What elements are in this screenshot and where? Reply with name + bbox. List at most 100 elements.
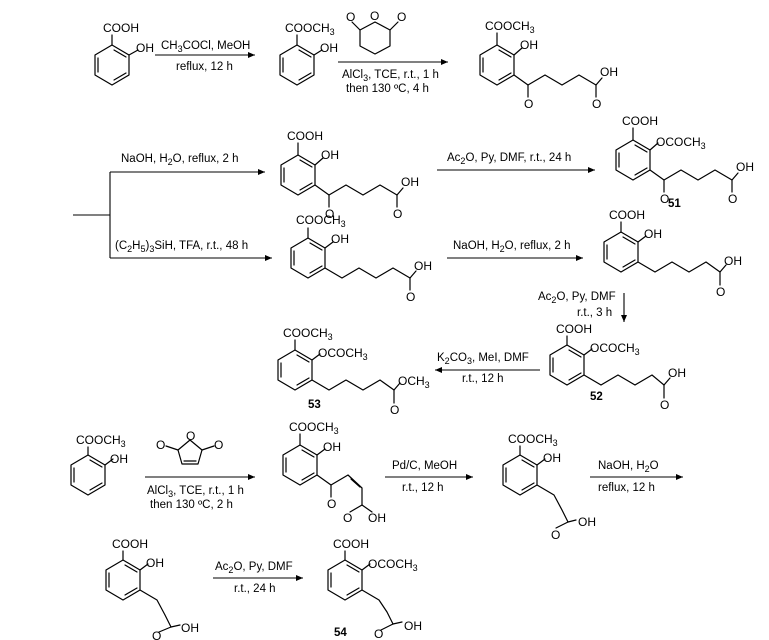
oxygen-label: O [327, 497, 336, 511]
oxygen-label: O [214, 438, 223, 452]
oh-label: OH [736, 160, 754, 174]
oxygen-label: O [390, 403, 399, 417]
compound-number: 54 [334, 627, 347, 639]
oh-label: OH [414, 259, 432, 273]
oh-label: OH [331, 232, 349, 246]
oxygen-label: O [716, 285, 725, 299]
oh-label: OH [644, 227, 662, 241]
och3-label: OCH3 [398, 374, 430, 390]
methyl-salicylate: COOCH3 OH [70, 433, 128, 496]
oxygen-label: O [343, 511, 352, 525]
coome-label: COOCH3 [283, 326, 333, 342]
reduced-ester: COOCH3 OH O OH [290, 213, 432, 304]
oh-label: OH [404, 619, 422, 633]
condition-text: Ac2O, Py, DMF [538, 291, 616, 305]
oxygen-label: O [152, 629, 161, 640]
condition-text: then 130 ºC, 2 h [150, 499, 233, 511]
keto-enoic-ester: COOCH3 OH O O OH [282, 420, 386, 525]
condition-text: r.t., 12 h [402, 482, 444, 494]
cooh-label: COOH [333, 537, 369, 551]
oxygen-label: O [551, 528, 560, 542]
oxygen-label: O [660, 192, 669, 206]
oh-label: OH [323, 440, 341, 454]
oh-label: OH [724, 254, 742, 268]
oh-label: OH [136, 41, 154, 55]
cooh-label: COOH [287, 129, 323, 143]
maleic-anhydride: O O O [156, 429, 223, 465]
oxygen-label: O [374, 627, 383, 640]
compound-53: COOCH3 OCOCH3 O OCH3 53 [277, 326, 430, 417]
salicylic-acid: COOH OH [94, 21, 154, 86]
cooh-label: COOH [112, 537, 148, 551]
condition-text: r.t., 24 h [234, 583, 276, 595]
oh-label: OH [321, 148, 339, 162]
oh-label: OH [146, 556, 164, 570]
condition-text: Ac2O, Py, DMF, r.t., 24 h [447, 152, 571, 166]
compound-52: COOH OCOCH3 O OH 52 [549, 322, 686, 412]
oxygen-label: O [397, 10, 406, 24]
oh-label: OH [520, 38, 538, 52]
condition-text: NaOH, H2O [598, 460, 659, 474]
glutaric-anhydride: O O O [346, 9, 406, 55]
oh-label: OH [543, 451, 561, 465]
oh-label: OH [668, 366, 686, 380]
oxygen-label: O [370, 9, 379, 23]
coome-label: COOCH3 [485, 19, 535, 35]
condition-text: Pd/C, MeOH [392, 460, 457, 472]
oxygen-label: O [346, 10, 355, 24]
oxygen-label: O [406, 290, 415, 304]
ococh3-label: OCOCH3 [656, 135, 706, 151]
compound-number: 51 [668, 198, 681, 210]
condition-text: NaOH, H2O, reflux, 2 h [453, 240, 571, 254]
cooh-label: COOH [103, 21, 139, 35]
coome-label: COOCH3 [76, 433, 126, 449]
compound-51: COOH OCOCH3 O O OH 51 [615, 114, 754, 210]
oh-label: OH [320, 41, 338, 55]
oxygen-label: O [660, 398, 669, 412]
oxygen-label: O [325, 207, 334, 221]
reduced-diacid: COOH OH O OH [603, 208, 742, 299]
cooh-label: COOH [609, 208, 645, 222]
oh-label: OH [368, 511, 386, 525]
oxygen-label: O [524, 97, 533, 111]
oh-label: OH [110, 452, 128, 466]
cooh-label: COOH [622, 114, 658, 128]
compound-number: 52 [590, 391, 603, 403]
reduced-butanoic-ester: COOCH3 OH O OH [502, 432, 596, 542]
oxygen-label: O [592, 97, 601, 111]
oh-label: OH [181, 621, 199, 635]
condition-text: (C2H5)3SiH, TFA, r.t., 48 h [115, 240, 248, 254]
oh-label: OH [401, 175, 419, 189]
condition-text: AlCl3, TCE, r.t., 1 h [342, 69, 439, 83]
condition-text: r.t., 3 h [577, 307, 612, 319]
keto-diacid: COOH OH O O OH [280, 129, 419, 221]
condition-text: r.t., 12 h [462, 373, 504, 385]
condition-text: CH3COCl, MeOH [161, 40, 250, 54]
condition-text: reflux, 12 h [598, 482, 655, 494]
coome-label: COOCH3 [508, 432, 558, 448]
coome-label: COOCH3 [289, 420, 339, 436]
compound-54: COOH OCOCH3 O OH 54 [327, 537, 422, 640]
condition-text: NaOH, H2O, reflux, 2 h [121, 153, 239, 167]
methyl-salicylate: COOCH3 OH [279, 21, 338, 86]
ococh3-label: OCOCH3 [318, 346, 368, 362]
ococh3-label: OCOCH3 [368, 557, 418, 573]
keto-acid-ester: COOCH3 OH O O OH [479, 19, 618, 111]
oxygen-label: O [156, 438, 165, 452]
oxygen-label: O [186, 429, 195, 443]
oxygen-label: O [728, 192, 737, 206]
oh-label: OH [600, 65, 618, 79]
butanoic-diacid: COOH OH O OH [105, 537, 199, 640]
ococh3-label: OCOCH3 [590, 341, 640, 357]
condition-text: then 130 ºC, 4 h [346, 83, 429, 95]
compound-number: 53 [308, 399, 321, 411]
condition-text: reflux, 12 h [176, 61, 233, 73]
condition-text: AlCl3, TCE, r.t., 1 h [147, 485, 244, 499]
coome-label: COOCH3 [285, 21, 335, 37]
cooh-label: COOH [556, 322, 592, 336]
condition-text: Ac2O, Py, DMF [215, 561, 293, 575]
oh-label: OH [578, 515, 596, 529]
coome-label: COOCH3 [296, 213, 346, 229]
